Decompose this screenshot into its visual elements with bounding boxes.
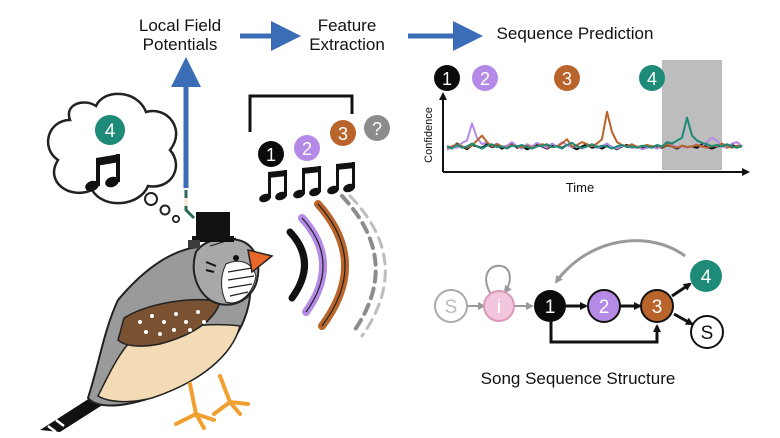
head-implant [184,190,234,248]
prediction-plot: Confidence Time 1 2 3 4 [423,60,750,195]
edge-3-to-end [673,312,694,326]
pipeline-step-feature-line1: Feature [317,16,377,35]
pipeline-step-lfp-line2: Potentials [142,35,218,54]
pipeline-step-lfp: Local Field Potentials [120,16,240,54]
confidence-trace-4 [446,116,743,150]
plot-marker-2 [472,65,498,91]
song-notes-icon [259,162,355,203]
song-syllable-1-label: 1 [266,145,276,165]
plot-marker-3-label: 3 [562,69,572,89]
sequence-structure: S i 1 2 3 4 S Song Sequence Structure [434,239,724,388]
thought-syllable-label: 4 [105,121,116,142]
thought-syllable-4 [95,115,125,145]
plot-marker-4 [639,65,665,91]
thought-bubble [46,92,181,224]
pipeline-step-feature: Feature Extraction [292,16,402,54]
node-start-label: S [445,297,458,318]
zebra-finch-illustration [40,237,274,433]
prediction-window [662,60,722,170]
node-1-label: 1 [545,297,556,318]
node-4 [690,260,722,292]
plot-marker-1-label: 1 [442,69,452,89]
sequence-structure-title: Song Sequence Structure [481,369,676,388]
pipeline-step-prediction: Sequence Prediction [496,24,654,43]
node-4-label: 4 [701,267,712,288]
edge-i-self-loop [485,264,512,297]
song-syllable-2 [294,135,320,161]
song-syllable-3 [330,120,356,146]
song-syllable-2-label: 2 [302,139,312,159]
node-end [690,315,724,349]
node-3 [640,289,674,323]
node-3-label: 3 [652,297,663,318]
song-syllable-3-label: 3 [338,124,348,144]
plot-marker-4-label: 4 [647,69,657,89]
plot-xlabel: Time [566,180,594,195]
plot-marker-1 [434,65,460,91]
edge-3-to-4 [671,282,692,298]
song-syllable-1 [258,141,284,167]
edge-3-to-1-loop [549,318,661,344]
node-1 [534,290,566,322]
node-2-label: 2 [599,297,610,318]
node-start [434,289,468,323]
plot-ylabel: Confidence [423,107,435,163]
pipeline-step-feature-line2: Extraction [309,35,385,54]
song-syllables: 1 2 3 ? [258,115,390,167]
sound-waves [286,194,387,338]
plot-series-group [446,110,743,151]
song-syllable-unknown [364,115,390,141]
node-end-label: S [701,323,714,344]
node-intro [483,290,515,322]
song-syllable-unknown-label: ? [372,119,382,139]
plot-marker-2-label: 2 [480,69,490,89]
plot-marker-3 [554,65,580,91]
song-bracket [248,94,354,132]
music-note-icon [85,154,120,192]
node-2 [587,289,621,323]
pipeline-step-lfp-line1: Local Field [138,16,222,35]
edge-4-to-1 [554,239,686,284]
node-intro-label: i [497,297,501,318]
